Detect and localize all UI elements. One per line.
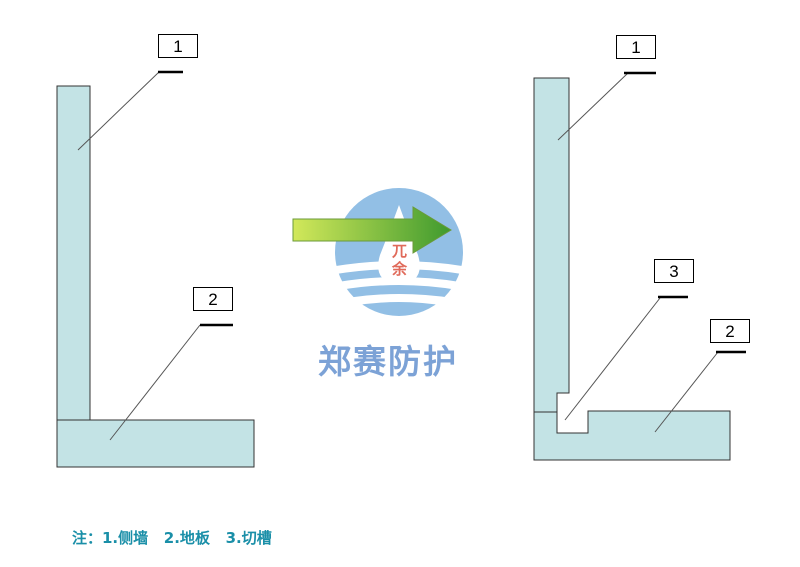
watermark-brand: 郑赛防护 [318, 342, 458, 381]
label-right-floor: 2 [710, 319, 750, 343]
transition-arrow [292, 206, 452, 254]
label-left-wall: 1 [158, 34, 198, 58]
leader-line-right-3 [564, 297, 661, 421]
leader-line-left-1 [77, 71, 160, 151]
watermark-char-top: 兀 [392, 242, 408, 260]
right-side-wall [533, 77, 570, 413]
right-floor-plate [533, 410, 731, 461]
watermark-char-bottom: 余 [392, 260, 408, 278]
label-right-groove: 3 [654, 259, 694, 283]
left-side-wall [56, 85, 91, 421]
left-floor-plate [56, 419, 255, 468]
label-left-floor: 2 [193, 287, 233, 311]
label-right-wall: 1 [616, 35, 656, 59]
legend-note: 注：1.侧墙 2.地板 3.切槽 [72, 529, 272, 547]
leader-line-right-1 [557, 72, 629, 141]
leader-line-right-2 [654, 351, 719, 433]
leader-line-left-2 [109, 324, 201, 441]
